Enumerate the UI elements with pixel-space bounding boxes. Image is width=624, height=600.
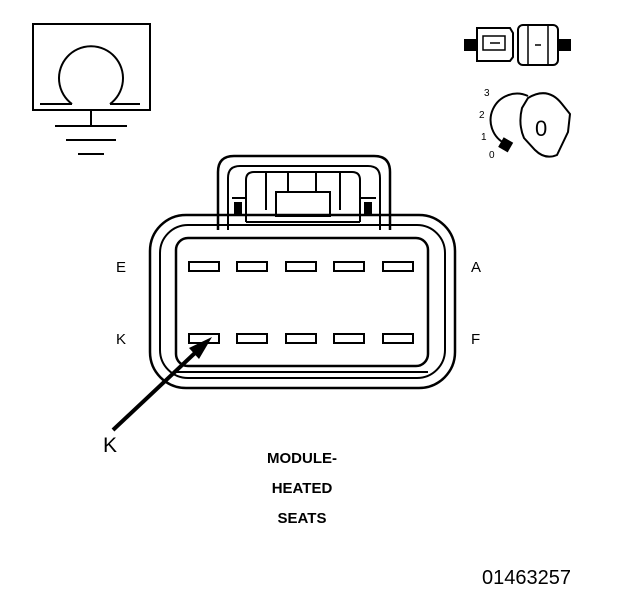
connector-plug-icon <box>464 24 571 66</box>
pin-cavity <box>285 261 317 272</box>
module-title-line-1: MODULE- <box>267 450 337 467</box>
pin-label-a: A <box>471 259 482 276</box>
module-title-line-3: SEATS <box>277 510 327 527</box>
pin-label-f: F <box>471 331 481 348</box>
pin-label-k: K <box>116 331 127 348</box>
pin-cavity-e <box>188 261 220 272</box>
ignition-key-symbol: 0 <box>535 116 548 141</box>
pin-cavity <box>236 333 268 344</box>
pin-cavity <box>333 333 365 344</box>
ignition-switch-icon <box>489 92 572 158</box>
callout-arrow <box>111 337 212 432</box>
pin-cavity <box>285 333 317 344</box>
part-number: 01463257 <box>482 567 571 589</box>
ground-symbol-icon <box>32 23 151 155</box>
pin-cavity <box>333 261 365 272</box>
module-title-line-2: HEATED <box>271 480 333 497</box>
ignition-position-2: 2 <box>479 110 485 121</box>
pin-cavity-grid <box>188 261 414 344</box>
ignition-position-0: 0 <box>489 150 495 161</box>
pin-cavity-a <box>382 261 414 272</box>
ignition-position-1: 1 <box>481 132 487 143</box>
ignition-position-3: 3 <box>484 88 490 99</box>
pin-label-e: E <box>116 259 127 276</box>
pin-cavity <box>236 261 268 272</box>
pin-cavity-f <box>382 333 414 344</box>
callout-label: K <box>103 434 118 457</box>
connector-housing <box>148 154 457 390</box>
